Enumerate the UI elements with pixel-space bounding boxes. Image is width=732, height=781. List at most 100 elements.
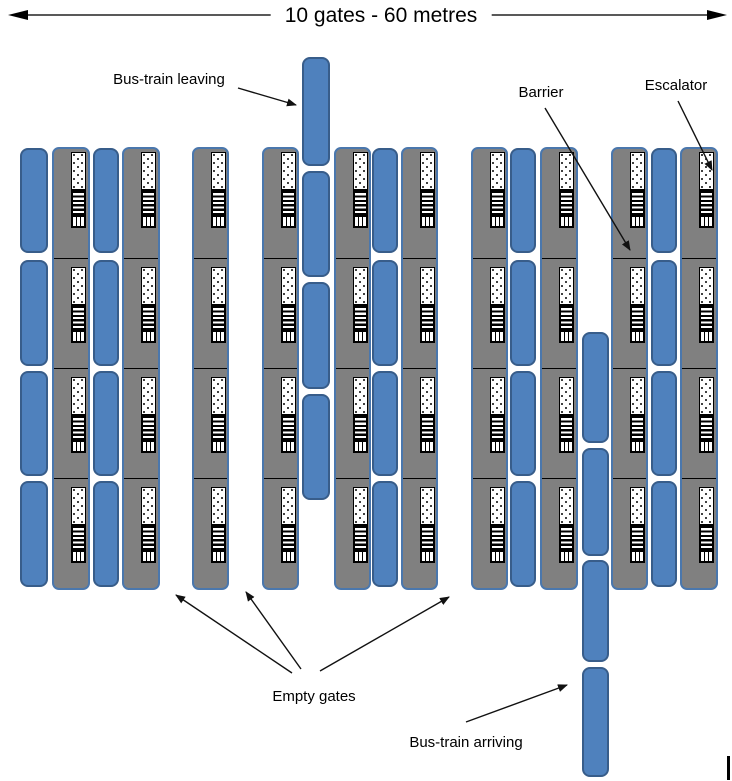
escalator-steps	[490, 305, 505, 330]
escalator-entry-bar	[147, 217, 150, 226]
escalator-steps	[353, 525, 368, 550]
barrier-segment	[20, 370, 48, 477]
escalator-entry-bar	[291, 552, 294, 561]
escalator-entry	[420, 440, 435, 453]
escalator-icon	[71, 487, 86, 563]
escalator-entry-bar	[151, 217, 154, 226]
gate-column	[52, 147, 90, 590]
escalator-icon	[141, 487, 156, 563]
escalator-entry	[353, 330, 368, 343]
gate-column	[262, 147, 299, 590]
escalator-entry-bar	[636, 217, 639, 226]
escalator-entry-bar	[217, 552, 220, 561]
escalator-entry-bar	[283, 332, 286, 341]
escalator-entry-bar	[640, 442, 643, 451]
escalator-walkway	[630, 487, 645, 525]
escalator-entry-bar	[283, 442, 286, 451]
escalator-walkway	[71, 152, 86, 190]
escalator-walkway	[420, 377, 435, 415]
escalator-entry	[699, 440, 714, 453]
escalator-steps	[71, 525, 86, 550]
gate-cell	[264, 149, 297, 258]
escalator-icon	[490, 377, 505, 453]
escalator-walkway	[420, 487, 435, 525]
escalator-icon	[211, 152, 226, 228]
escalator-icon	[420, 487, 435, 563]
escalator-entry-bar	[426, 442, 429, 451]
escalator-entry	[630, 215, 645, 228]
escalator-entry-bar	[81, 217, 84, 226]
escalator-entry-bar	[705, 442, 708, 451]
escalator-entry-bar	[363, 217, 366, 226]
gate-cell	[194, 368, 227, 478]
barrier-segment	[510, 147, 536, 254]
escalator-entry-bar	[287, 332, 290, 341]
escalator-icon	[211, 487, 226, 563]
escalator-entry-bar	[77, 552, 80, 561]
escalator-walkway	[559, 487, 574, 525]
escalator-entry-bar	[422, 442, 425, 451]
measure-arrowhead-left-icon	[8, 10, 28, 20]
escalator-walkway	[353, 487, 368, 525]
diagram-title: 10 gates - 60 metres	[270, 3, 492, 29]
escalator-entry	[71, 440, 86, 453]
escalator-steps	[420, 415, 435, 440]
escalator-entry-bar	[426, 552, 429, 561]
barrier-segment	[510, 370, 536, 477]
escalator-walkway	[281, 487, 296, 525]
escalator-steps	[420, 305, 435, 330]
escalator-walkway	[71, 377, 86, 415]
gate-cell	[613, 478, 646, 588]
escalator-walkway	[420, 152, 435, 190]
escalator-entry	[559, 550, 574, 563]
escalator-entry-bar	[569, 552, 572, 561]
gate-cell	[682, 368, 716, 478]
bus-train-arriving-segment	[582, 448, 609, 556]
gate-cell	[264, 478, 297, 588]
gate-cell	[264, 368, 297, 478]
escalator-walkway	[281, 377, 296, 415]
escalator-entry-bar	[77, 332, 80, 341]
escalator-walkway	[490, 487, 505, 525]
escalator-walkway	[559, 377, 574, 415]
escalator-icon	[630, 267, 645, 343]
escalator-entry-bar	[496, 552, 499, 561]
escalator-entry	[699, 215, 714, 228]
escalator-entry-bar	[701, 442, 704, 451]
bus-train-leaving-segment	[302, 57, 330, 166]
escalator-entry-bar	[569, 442, 572, 451]
escalator-entry-bar	[705, 552, 708, 561]
escalator-icon	[281, 152, 296, 228]
escalator-steps	[420, 190, 435, 215]
escalator-steps	[71, 190, 86, 215]
escalator-steps	[353, 415, 368, 440]
escalator-entry	[281, 330, 296, 343]
gate-cell	[542, 149, 576, 258]
escalator-walkway	[71, 487, 86, 525]
escalator-entry	[141, 550, 156, 563]
escalator-entry-bar	[147, 552, 150, 561]
escalator-entry-bar	[73, 217, 76, 226]
escalator-icon	[420, 267, 435, 343]
escalator-entry-bar	[73, 552, 76, 561]
gate-cell	[403, 149, 436, 258]
escalator-walkway	[559, 267, 574, 305]
escalator-entry	[699, 330, 714, 343]
escalator-icon	[281, 487, 296, 563]
gate-cell	[682, 478, 716, 588]
escalator-entry	[211, 440, 226, 453]
bus-train-arriving-segment	[582, 560, 609, 662]
escalator-entry	[420, 215, 435, 228]
escalator-steps	[699, 415, 714, 440]
escalator-walkway	[141, 377, 156, 415]
gate-cell	[54, 368, 88, 478]
escalator-entry-bar	[492, 332, 495, 341]
escalator-entry-bar	[492, 217, 495, 226]
gate-column	[471, 147, 508, 590]
escalator-walkway	[559, 152, 574, 190]
escalator-entry-bar	[143, 442, 146, 451]
escalator-steps	[490, 525, 505, 550]
escalator-entry-bar	[640, 332, 643, 341]
escalator-entry-bar	[217, 217, 220, 226]
